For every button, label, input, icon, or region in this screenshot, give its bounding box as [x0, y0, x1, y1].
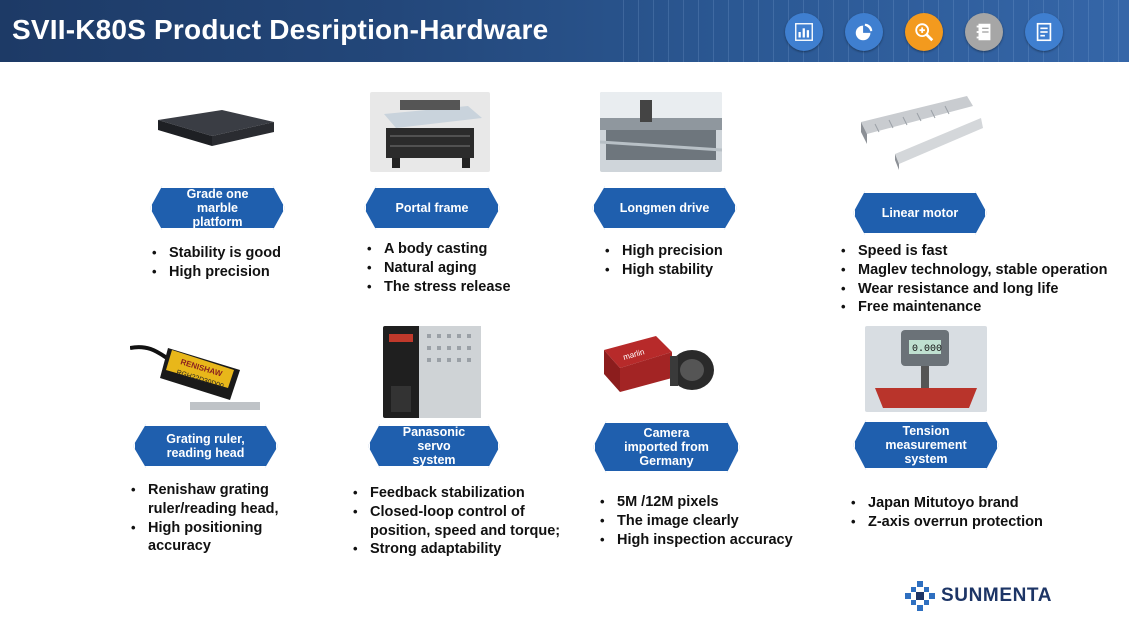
bullets-portal-frame: A body casting Natural aging The stress … — [362, 240, 552, 296]
tag-camera: Camera imported from Germany — [593, 421, 740, 473]
tension-measurement-image: 0.000 — [865, 326, 987, 412]
checklist-icon[interactable] — [1025, 13, 1063, 51]
tag-panasonic-servo: Panasonic servo system — [368, 424, 500, 468]
list-item: High precision — [147, 263, 327, 282]
list-item: Strong adaptability — [348, 540, 578, 559]
gauge-readout: 0.000 — [912, 344, 942, 355]
panasonic-servo-image — [383, 326, 481, 418]
list-item: Stability is good — [147, 244, 327, 263]
logo-mark-icon — [905, 581, 935, 611]
bullets-longmen-drive: High precision High stability — [600, 242, 790, 280]
list-item: High positioning accuracy — [126, 519, 304, 557]
linear-motor-image — [861, 96, 983, 170]
marble-platform-image — [158, 110, 274, 146]
tag-linear-motor: Linear motor — [853, 191, 987, 235]
tag-tension-measurement: Tension measurement system — [853, 420, 999, 470]
list-item: Feedback stabilization — [348, 484, 578, 503]
list-item: Closed-loop control of position, speed a… — [348, 503, 578, 541]
header-bar: SVII-K80S Product Desription-Hardware — [0, 0, 1129, 62]
tag-longmen-drive: Longmen drive — [592, 186, 737, 230]
list-item: Maglev technology, stable operation — [836, 261, 1126, 280]
page-title: SVII-K80S Product Desription-Hardware — [12, 14, 549, 45]
list-item: Z-axis overrun protection — [846, 513, 1046, 532]
tag-marble-platform: Grade one marble platform — [150, 186, 285, 230]
bullets-grating-ruler: Renishaw grating ruler/reading head, Hig… — [126, 481, 304, 556]
tag-grating-ruler: Grating ruler, reading head — [133, 424, 278, 468]
grating-ruler-image: RENISHAW RGH22D30D00 — [130, 345, 260, 410]
list-item: Japan Mitutoyo brand — [846, 494, 1046, 513]
bullets-tension-measurement: Japan Mitutoyo brand Z-axis overrun prot… — [846, 494, 1046, 532]
list-item: The image clearly — [595, 512, 815, 531]
list-item: Renishaw grating ruler/reading head, — [126, 481, 304, 519]
tag-portal-frame: Portal frame — [364, 186, 500, 230]
portal-frame-image — [370, 92, 490, 172]
bar-chart-icon[interactable] — [785, 13, 823, 51]
notebook-icon[interactable] — [965, 13, 1003, 51]
list-item: Free maintenance — [836, 298, 1126, 317]
camera-image: marlin — [604, 336, 714, 392]
list-item: Natural aging — [362, 259, 552, 278]
list-item: High precision — [600, 242, 790, 261]
bullets-camera: 5M /12M pixels The image clearly High in… — [595, 493, 815, 549]
list-item: The stress release — [362, 278, 552, 297]
logo-text: SUNMENTA — [941, 585, 1053, 606]
bullets-linear-motor: Speed is fast Maglev technology, stable … — [836, 242, 1126, 317]
zoom-in-icon[interactable] — [905, 13, 943, 51]
pie-chart-icon[interactable] — [845, 13, 883, 51]
longmen-drive-image — [600, 92, 722, 172]
list-item: Speed is fast — [836, 242, 1126, 261]
list-item: High inspection accuracy — [595, 531, 815, 550]
list-item: 5M /12M pixels — [595, 493, 815, 512]
list-item: Wear resistance and long life — [836, 280, 1126, 299]
sunmenta-logo: SUNMENTA — [905, 581, 1052, 611]
bullets-panasonic-servo: Feedback stabilization Closed-loop contr… — [348, 484, 578, 559]
list-item: High stability — [600, 261, 790, 280]
bullets-marble-platform: Stability is good High precision — [147, 244, 327, 282]
list-item: A body casting — [362, 240, 552, 259]
